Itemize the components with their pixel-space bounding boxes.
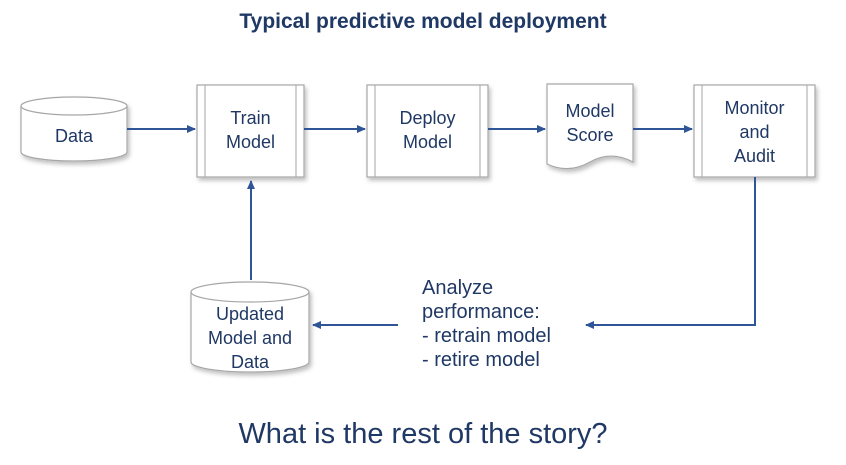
analyze-performance-text: Analyze performance: - retrain model - r… [422, 277, 551, 371]
data-label: Data [54, 126, 94, 146]
arrow-monitor-to-analyze [585, 177, 756, 329]
data-cylinder [20, 96, 128, 162]
train-model-box [196, 84, 305, 178]
model-score-document [546, 83, 634, 170]
deploy-model-box [366, 84, 489, 178]
deploy-model-label: Deploy Model [399, 108, 456, 152]
diagram-title: Typical predictive model deployment [239, 10, 607, 33]
monitor-audit-box [693, 84, 816, 178]
closing-question: What is the rest of the story? [238, 418, 608, 450]
train-model-label: Train Model [225, 108, 276, 152]
updated-model-cylinder [190, 281, 310, 373]
monitor-audit-label: Monitor and Audit [724, 98, 785, 166]
updated-model-label: Updated Model and Data [207, 304, 293, 372]
model-score-label: Model Score [565, 101, 615, 145]
